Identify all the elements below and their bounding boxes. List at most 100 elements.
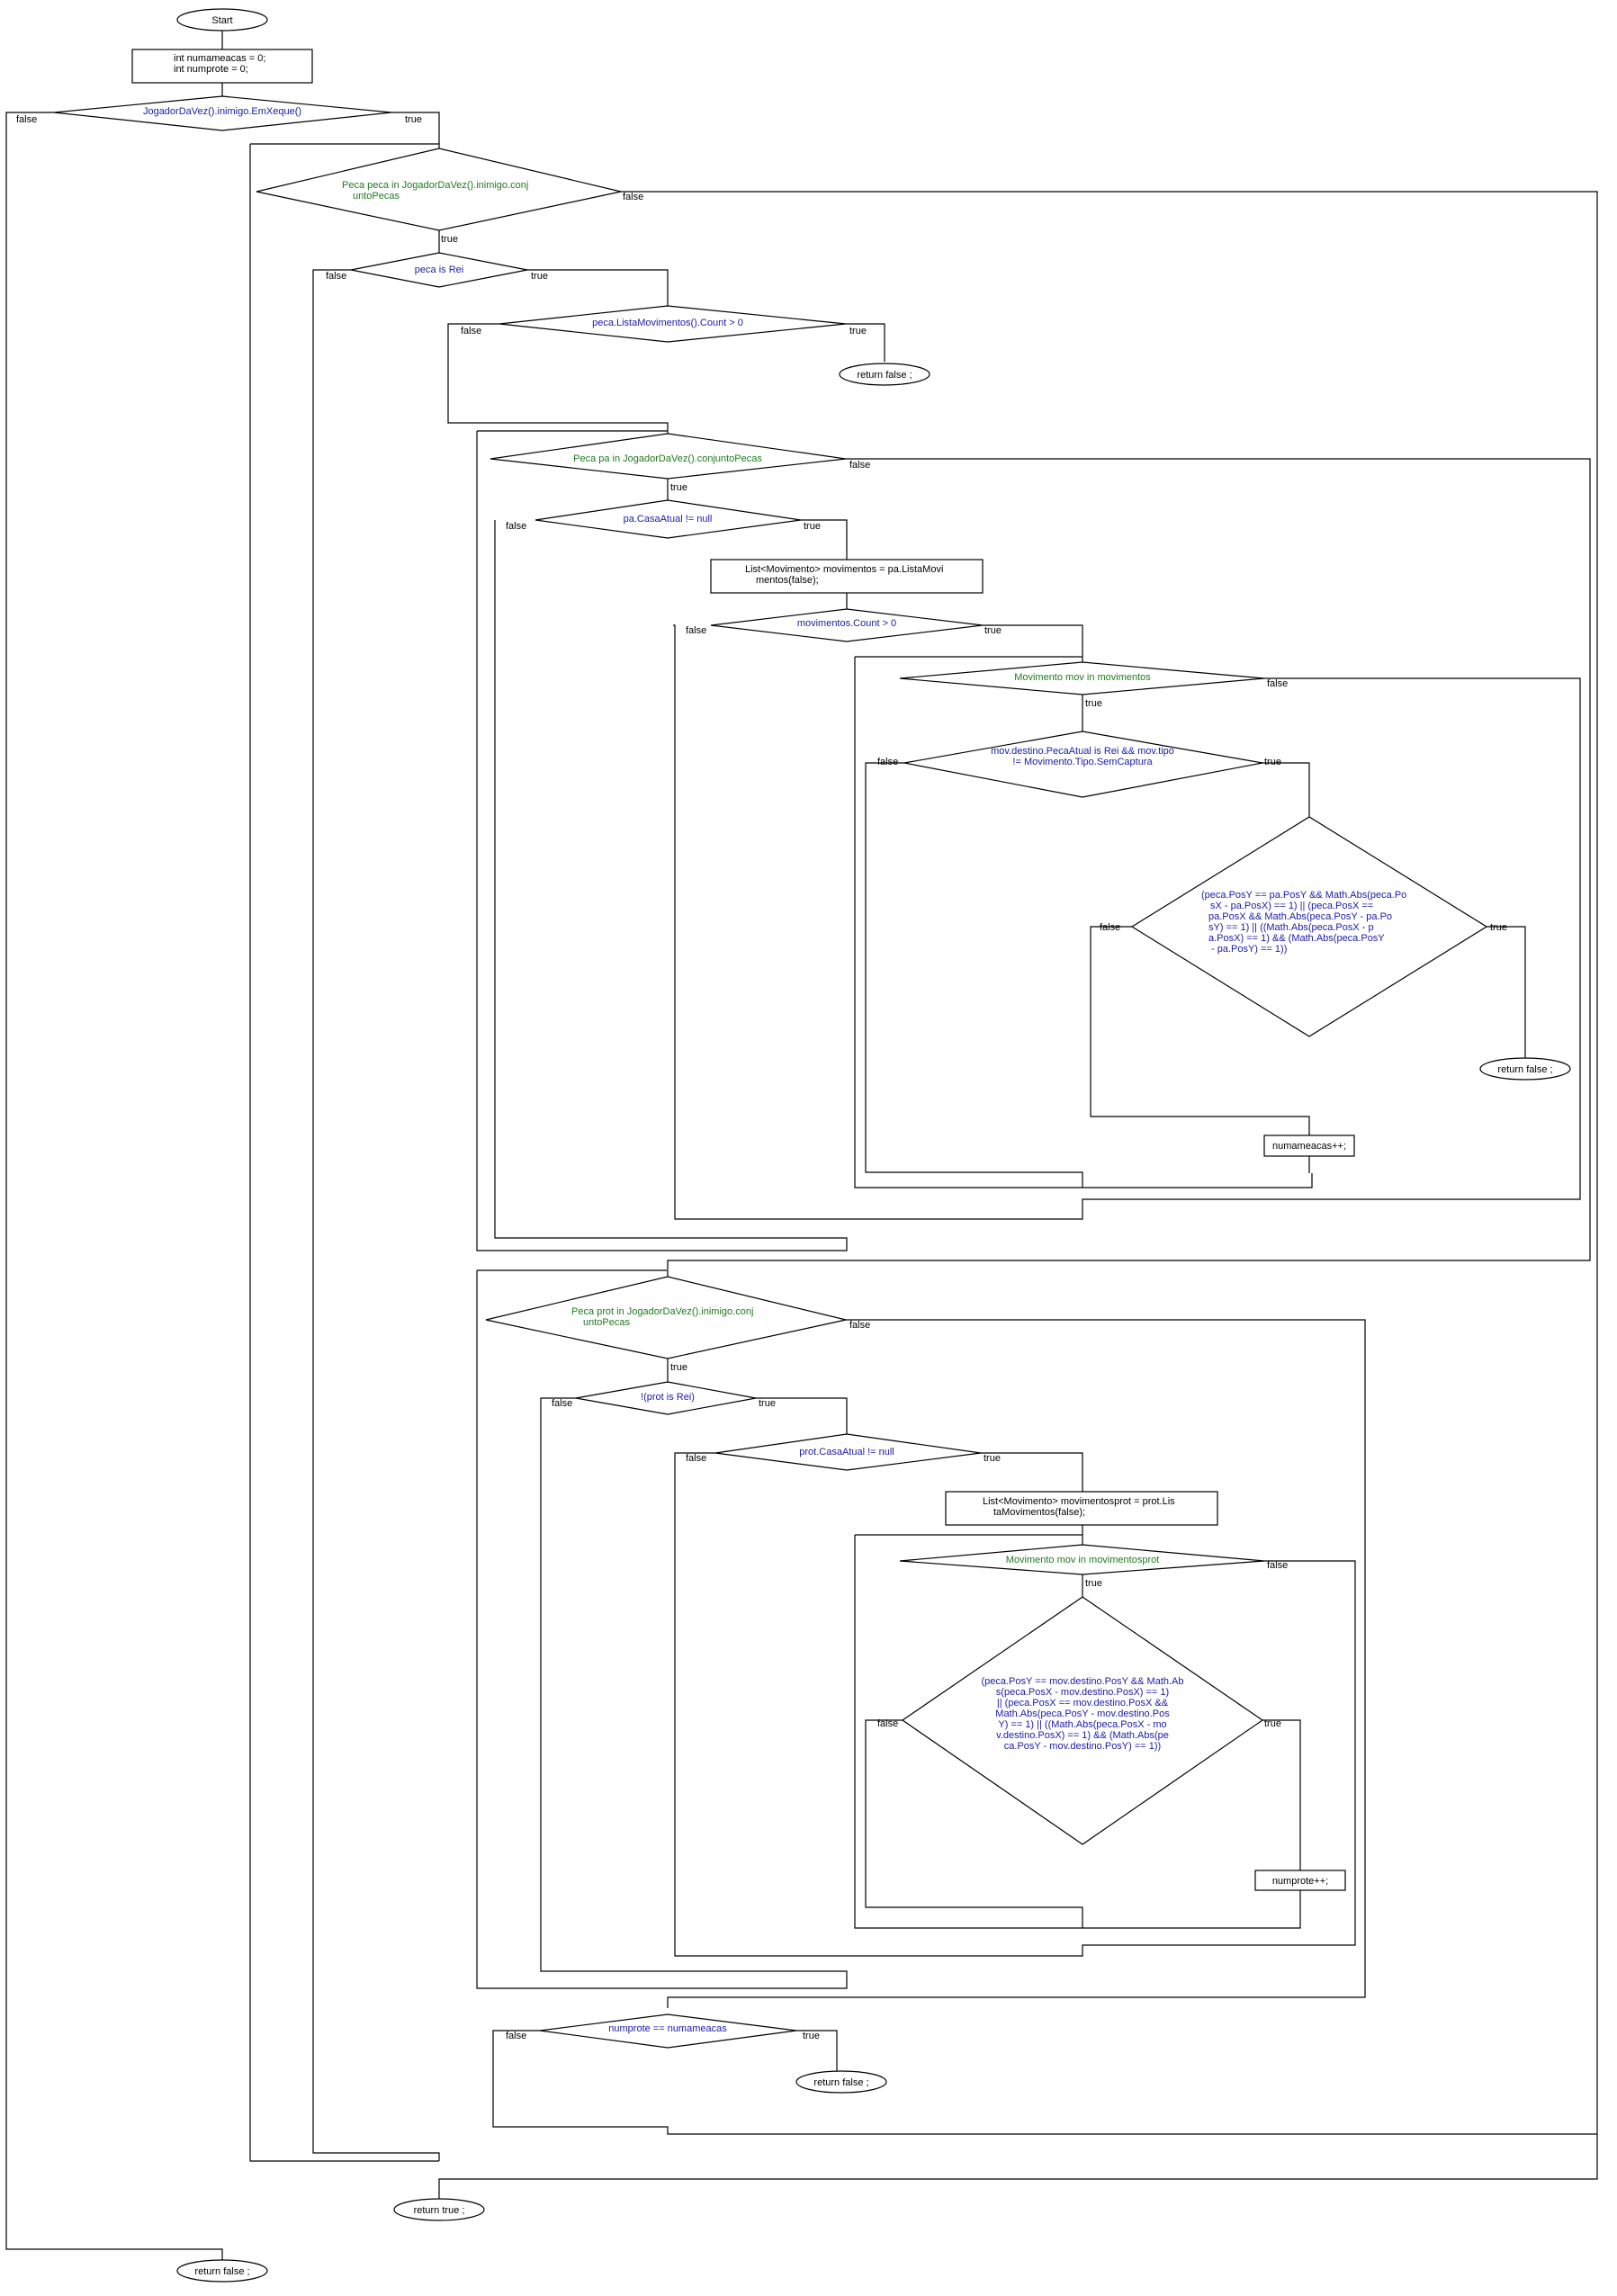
rei-captura-line-1: mov.destino.PecaAtual is Rei && mov.tipo — [991, 746, 1174, 757]
decision-em-xeque-text: JogadorDaVez().inimigo.EmXeque() — [143, 106, 301, 117]
loop-prot-inimigo-line-1: Peca prot in JogadorDaVez().inimigo.conj — [571, 1306, 753, 1317]
return-false-2: return false ; — [1479, 1057, 1571, 1081]
loop-pecas-inimigo-true-label: true — [441, 234, 458, 245]
adjacente-1-line-3: pa.PosX && Math.Abs(peca.PosY - pa.Po — [1208, 911, 1392, 922]
rei-captura-line-2: != Movimento.Tipo.SemCaptura — [1012, 757, 1153, 767]
statement-list-prot: List<Movimento> movimentosprot = prot.Li… — [945, 1491, 1218, 1526]
loop-pecas-inimigo: Peca peca in JogadorDaVez().inimigo.conj… — [256, 148, 643, 245]
list-movimentos-line-2: mentos(false); — [756, 575, 819, 586]
decision-prot-casa: prot.CasaAtual != null false true — [686, 1433, 1001, 1471]
adjacente-1-line-2: sX - pa.PosX) == 1) || (peca.PosX == — [1210, 901, 1373, 911]
return-false-1-label: return false ; — [857, 370, 912, 381]
decision-compare: numprote == numameacas false true — [506, 2013, 820, 2049]
casa-atual-false-label: false — [506, 521, 526, 532]
peca-rei-true-label: true — [531, 271, 548, 282]
adjacente-1-line-5: a.PosX) == 1) && (Math.Abs(peca.PosY — [1208, 933, 1385, 944]
start-node: Start — [176, 8, 268, 31]
loop-movimentos-text: Movimento mov in movimentos — [1014, 672, 1151, 683]
loop-movimentos-false-label: false — [1267, 678, 1288, 689]
loop-pecas-jogador-false-label: false — [849, 460, 870, 471]
loop-movimentosprot: Movimento mov in movimentosprot false tr… — [899, 1544, 1288, 1589]
adjacente-2-line-7: ca.PosY - mov.destino.PosY) == 1)) — [1004, 1741, 1161, 1752]
decision-mov-count-text: movimentos.Count > 0 — [797, 618, 896, 629]
loop-pecas-jogador-text: Peca pa in JogadorDaVez().conjuntoPecas — [573, 453, 762, 464]
decision-not-rei: !(prot is Rei) false true — [552, 1381, 776, 1415]
loop-movimentos: Movimento mov in movimentos false true — [899, 661, 1288, 709]
lista-count-false-label: false — [461, 326, 481, 336]
adjacente-2-true-label: true — [1264, 1718, 1281, 1729]
casa-atual-true-label: true — [804, 521, 821, 532]
decision-prot-casa-text: prot.CasaAtual != null — [799, 1447, 894, 1457]
connectors — [5, 30, 1598, 2260]
adjacente-1-true-label: true — [1490, 922, 1507, 933]
adjacente-2-false-label: false — [877, 1718, 898, 1729]
return-true-label: return true ; — [414, 2205, 465, 2216]
adjacente-2-line-2: s(peca.PosX - mov.destino.PosX) == 1) — [996, 1687, 1169, 1698]
loop-movimentos-true-label: true — [1085, 698, 1102, 709]
loop-pecas-jogador-true-label: true — [670, 482, 687, 493]
loop-movimentosprot-true-label: true — [1085, 1578, 1102, 1589]
em-xeque-true-label: true — [405, 114, 422, 125]
decision-em-xeque: JogadorDaVez().inimigo.EmXeque() false t… — [16, 95, 422, 131]
loop-movimentosprot-text: Movimento mov in movimentosprot — [1006, 1555, 1160, 1565]
rei-captura-true-label: true — [1264, 757, 1281, 767]
decision-adjacente-1: (peca.PosY == pa.PosY && Math.Abs(peca.P… — [1100, 816, 1507, 1037]
init-line-2: int numprote = 0; — [174, 64, 248, 75]
return-false-final-label: return false ; — [194, 2266, 249, 2277]
list-prot-line-2: taMovimentos(false); — [993, 1507, 1085, 1518]
adjacente-2-line-1: (peca.PosY == mov.destino.PosY && Math.A… — [981, 1676, 1183, 1687]
decision-peca-rei: peca is Rei false true — [326, 252, 548, 288]
loop-pecas-inimigo-line-1: Peca peca in JogadorDaVez().inimigo.conj — [342, 180, 528, 191]
adjacente-1-line-6: - pa.PosY) == 1)) — [1211, 944, 1287, 955]
mov-count-false-label: false — [686, 625, 706, 636]
adjacente-2-line-3: || (peca.PosX == mov.destino.PosX && — [997, 1698, 1169, 1709]
start-label: Start — [211, 15, 232, 26]
prot-casa-true-label: true — [984, 1453, 1001, 1464]
loop-prot-inimigo-false-label: false — [849, 1320, 870, 1331]
return-false-3-label: return false ; — [813, 2077, 868, 2088]
loop-prot-inimigo-true-label: true — [670, 1362, 687, 1373]
list-prot-line-1: List<Movimento> movimentosprot = prot.Li… — [983, 1496, 1175, 1507]
not-rei-true-label: true — [759, 1398, 776, 1409]
statement-inc-ameacas: numameacas++; — [1263, 1135, 1355, 1157]
decision-casa-atual: pa.CasaAtual != null false true — [506, 499, 821, 539]
adjacente-2-line-4: Math.Abs(peca.PosY - mov.destino.Pos — [995, 1709, 1170, 1719]
decision-lista-count-text: peca.ListaMovimentos().Count > 0 — [592, 318, 743, 328]
adjacente-2-line-6: v.destino.PosX) == 1) && (Math.Abs(pe — [996, 1730, 1169, 1741]
decision-casa-atual-text: pa.CasaAtual != null — [624, 514, 713, 525]
adjacente-1-line-1: (peca.PosY == pa.PosY && Math.Abs(peca.P… — [1201, 890, 1406, 901]
not-rei-false-label: false — [552, 1398, 572, 1409]
inc-prote-text: numprote++; — [1272, 1876, 1328, 1887]
loop-movimentosprot-false-label: false — [1267, 1560, 1288, 1571]
loop-pecas-jogador: Peca pa in JogadorDaVez().conjuntoPecas … — [490, 433, 870, 493]
decision-rei-captura: mov.destino.PecaAtual is Rei && mov.tipo… — [877, 731, 1281, 798]
adjacente-2-line-5: Y) == 1) || ((Math.Abs(peca.PosX - mo — [998, 1719, 1166, 1730]
adjacente-1-false-label: false — [1100, 922, 1120, 933]
inc-ameacas-text: numameacas++; — [1272, 1141, 1346, 1152]
init-statement: int numameacas = 0; int numprote = 0; — [131, 49, 313, 84]
rei-captura-false-label: false — [877, 757, 898, 767]
return-true: return true ; — [393, 2198, 485, 2221]
compare-false-label: false — [506, 2031, 526, 2041]
prot-casa-false-label: false — [686, 1453, 706, 1464]
loop-pecas-inimigo-false-label: false — [623, 192, 643, 202]
em-xeque-false-label: false — [16, 114, 37, 125]
decision-adjacente-2: (peca.PosY == mov.destino.PosY && Math.A… — [877, 1596, 1281, 1845]
return-false-1: return false ; — [839, 363, 930, 386]
return-false-3: return false ; — [795, 2070, 887, 2094]
decision-peca-rei-text: peca is Rei — [415, 265, 463, 275]
decision-mov-count: movimentos.Count > 0 false true — [686, 608, 1002, 642]
peca-rei-false-label: false — [326, 271, 346, 282]
return-false-2-label: return false ; — [1497, 1064, 1552, 1075]
list-movimentos-line-1: List<Movimento> movimentos = pa.ListaMov… — [745, 564, 943, 575]
init-line-1: int numameacas = 0; — [174, 53, 265, 64]
adjacente-1-line-4: sY) == 1) || ((Math.Abs(peca.PosX - p — [1208, 922, 1374, 933]
decision-lista-count: peca.ListaMovimentos().Count > 0 false t… — [461, 305, 867, 343]
statement-list-movimentos: List<Movimento> movimentos = pa.ListaMov… — [710, 559, 984, 594]
compare-true-label: true — [803, 2031, 820, 2041]
lista-count-true-label: true — [849, 326, 867, 336]
loop-prot-inimigo-line-2: untoPecas — [583, 1317, 630, 1328]
decision-not-rei-text: !(prot is Rei) — [641, 1392, 695, 1403]
loop-pecas-inimigo-line-2: untoPecas — [353, 191, 400, 202]
